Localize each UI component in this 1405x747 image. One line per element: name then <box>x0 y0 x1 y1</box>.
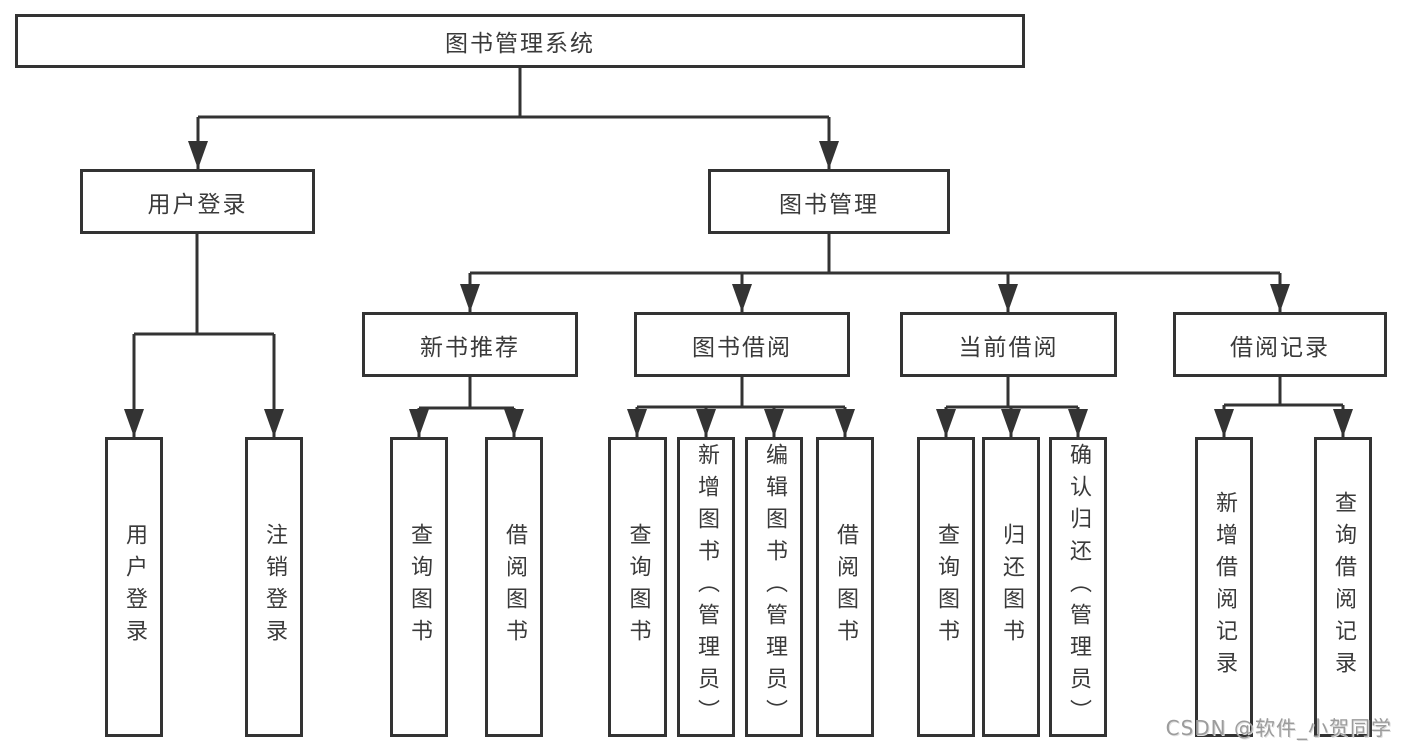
leaf-records-query-record: 查询借阅记录 <box>1314 437 1372 737</box>
node-user-login: 用户登录 <box>80 169 315 234</box>
leaf-current-return-books: 归还图书 <box>982 437 1040 737</box>
leaf-recommend-borrow-books: 借阅图书 <box>485 437 543 737</box>
leaf-recommend-query-books: 查询图书 <box>390 437 448 737</box>
leaf-current-confirm-return-admin: 确认归还（管理员） <box>1049 437 1107 737</box>
node-book-management: 图书管理 <box>708 169 950 234</box>
leaf-user-login: 用户登录 <box>105 437 163 737</box>
leaf-borrow-edit-books-admin: 编辑图书（管理员） <box>745 437 803 737</box>
leaf-records-add-record: 新增借阅记录 <box>1195 437 1253 737</box>
leaf-borrow-borrow-books: 借阅图书 <box>816 437 874 737</box>
leaf-borrow-add-books-admin: 新增图书（管理员） <box>677 437 735 737</box>
node-borrow-records: 借阅记录 <box>1173 312 1387 377</box>
leaf-borrow-query-books: 查询图书 <box>608 437 667 737</box>
leaf-current-query-books: 查询图书 <box>917 437 975 737</box>
leaf-logout: 注销登录 <box>245 437 303 737</box>
node-new-book-recommend: 新书推荐 <box>362 312 578 377</box>
node-current-borrow: 当前借阅 <box>900 312 1117 377</box>
node-root-system: 图书管理系统 <box>15 14 1025 68</box>
node-book-borrow: 图书借阅 <box>634 312 850 377</box>
watermark-text: CSDN @软件_小贺同学 <box>1165 716 1392 740</box>
